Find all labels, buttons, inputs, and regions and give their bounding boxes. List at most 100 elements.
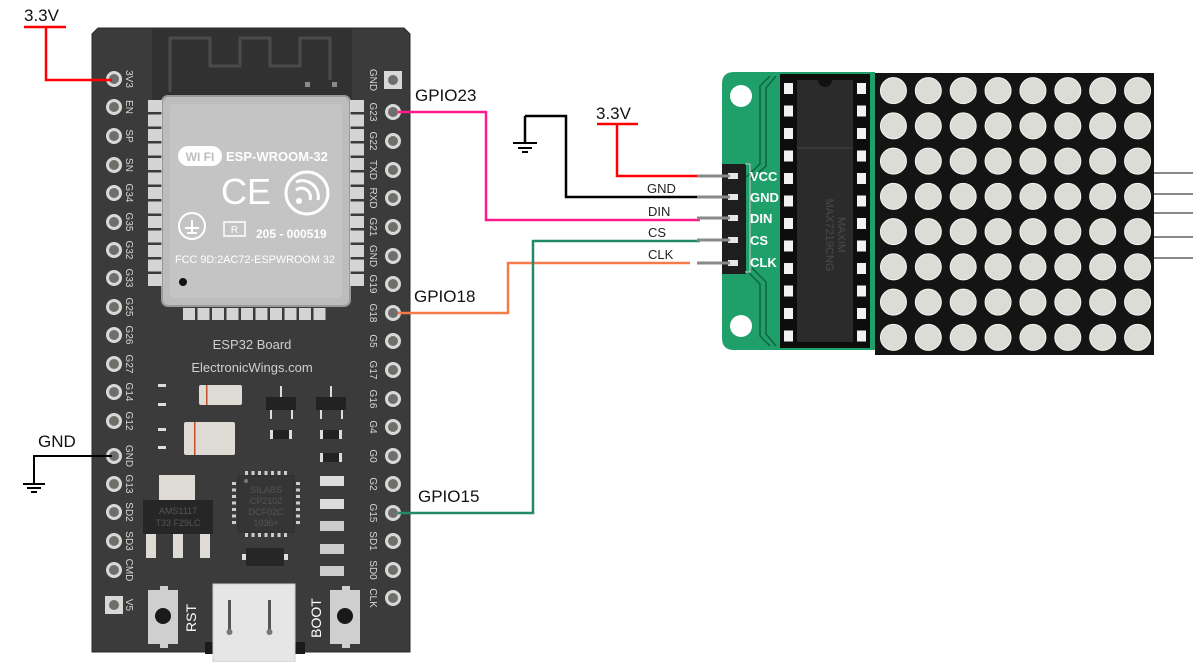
led-dot	[984, 218, 1012, 246]
pin-right-txd[interactable]: TXD	[367, 160, 401, 180]
pin-hole	[109, 536, 119, 546]
boot-button-cap[interactable]	[337, 608, 353, 624]
pin-right-sd0[interactable]: SD0	[367, 560, 401, 580]
module-pad	[284, 308, 297, 320]
module-pad	[350, 230, 364, 243]
pin-left-g14[interactable]: G14	[106, 383, 134, 402]
led-dot	[1124, 288, 1152, 316]
module-header-pins	[728, 173, 738, 266]
pin-right-gnd[interactable]: GND	[367, 69, 402, 91]
pin-left-cmd[interactable]: CMD	[106, 559, 134, 582]
pin-right-g22[interactable]: G22	[367, 132, 401, 151]
boot-button[interactable]	[330, 586, 360, 648]
pin-right-g18[interactable]: G18	[367, 304, 401, 323]
pin-left-g33[interactable]: G33	[106, 269, 134, 288]
pin-left-gnd[interactable]: GND	[106, 445, 134, 467]
qfn-pin	[296, 508, 300, 511]
pin-left-g35[interactable]: G35	[106, 213, 134, 232]
pin-label: G35	[123, 213, 134, 232]
pin-left-v5[interactable]: V5	[105, 596, 134, 614]
header-leads	[697, 174, 730, 265]
header-pin-vcc[interactable]	[728, 173, 738, 179]
module-pad	[350, 187, 364, 199]
pin-label: SN	[123, 158, 134, 172]
led-dot	[914, 323, 942, 351]
pin-label: G13	[123, 475, 134, 494]
pin-label: RXD	[367, 187, 378, 208]
module-pad	[270, 308, 282, 320]
pin-left-sp[interactable]: SP	[106, 128, 134, 144]
header-pin-cs[interactable]	[728, 237, 738, 243]
header-pin-din[interactable]	[728, 215, 738, 221]
pin-left-sd3[interactable]: SD3	[106, 531, 134, 551]
pin-hole	[109, 74, 119, 84]
pin-left-g12[interactable]: G12	[106, 412, 134, 431]
pin-left-en[interactable]: EN	[106, 99, 134, 115]
pin-right-clk[interactable]: CLK	[367, 588, 401, 608]
led-dot	[879, 182, 907, 210]
module-pad	[148, 245, 162, 257]
qfn-pin	[232, 495, 236, 498]
pin-right-g21[interactable]: G21	[367, 218, 401, 237]
micro-usb-port[interactable]	[205, 583, 305, 662]
module-pad	[148, 100, 162, 112]
led-dot	[1054, 77, 1082, 105]
pin-left-3v3[interactable]: 3V3	[106, 70, 134, 88]
socket-pin	[784, 195, 793, 207]
pin-hole	[109, 188, 119, 198]
pin-hole	[388, 251, 398, 261]
antenna-area	[152, 28, 352, 108]
pin-right-sd1[interactable]: SD1	[367, 531, 401, 551]
qfn-pin	[296, 482, 300, 485]
pin-right-rxd[interactable]: RXD	[367, 187, 401, 209]
led-dot	[984, 323, 1012, 351]
header-pin-gnd[interactable]	[728, 194, 738, 200]
pin-right-g17[interactable]: G17	[367, 361, 401, 380]
wire-cs	[398, 239, 700, 515]
qfn-pin	[258, 471, 261, 475]
boot-label: BOOT	[308, 598, 324, 638]
pin-right-g15[interactable]: G15	[367, 504, 401, 523]
pin-right-g4[interactable]: G4	[367, 419, 401, 435]
silk-cs: CS	[750, 233, 768, 248]
pin-hole	[109, 387, 119, 397]
pin-right-g0[interactable]: G0	[367, 448, 401, 464]
header-pin-clk[interactable]	[728, 260, 738, 266]
pin-left-g25[interactable]: G25	[106, 298, 134, 317]
pin-right-gnd[interactable]: GND	[367, 245, 401, 267]
rst-button[interactable]	[148, 586, 178, 648]
led-dot	[1124, 218, 1152, 246]
cert-number: 205 - 000519	[256, 227, 327, 241]
pin-label: G25	[123, 298, 134, 317]
pin-right-g19[interactable]: G19	[367, 275, 401, 294]
module-pad	[148, 216, 162, 228]
pin-label: G22	[367, 132, 378, 151]
qfn-pin	[296, 521, 300, 524]
label-wire-din: DIN	[648, 204, 670, 219]
pin-label: G23	[367, 103, 378, 122]
pin-hole	[388, 193, 398, 203]
socket-pin	[784, 330, 793, 342]
pin-left-g27[interactable]: G27	[106, 355, 134, 374]
module-pad	[350, 143, 364, 156]
pin-label: G17	[367, 361, 378, 380]
pin-left-g13[interactable]: G13	[106, 475, 134, 494]
antenna-pad	[305, 82, 310, 87]
pin-right-g5[interactable]: G5	[367, 333, 401, 349]
pin-right-g2[interactable]: G2	[367, 476, 401, 492]
qfn-pin	[271, 533, 274, 537]
led-dot	[949, 253, 977, 281]
max7219-module: VCC GND DIN CS CLK MAX7219CNG MAXIM	[722, 72, 1193, 355]
pin-label: G26	[123, 326, 134, 345]
pin-right-g16[interactable]: G16	[367, 390, 401, 409]
pin-left-g26[interactable]: G26	[106, 326, 134, 345]
pin-left-sd2[interactable]: SD2	[106, 502, 134, 522]
pin-left-g32[interactable]: G32	[106, 241, 134, 260]
socket-pin	[857, 83, 866, 94]
rst-button-cap[interactable]	[155, 608, 171, 624]
pin-right-g23[interactable]: G23	[367, 103, 401, 122]
wifi-logo: WI FI	[178, 146, 222, 166]
pin-left-sn[interactable]: SN	[106, 157, 134, 173]
smd-pad	[242, 554, 246, 560]
pin-left-g34[interactable]: G34	[106, 184, 134, 203]
